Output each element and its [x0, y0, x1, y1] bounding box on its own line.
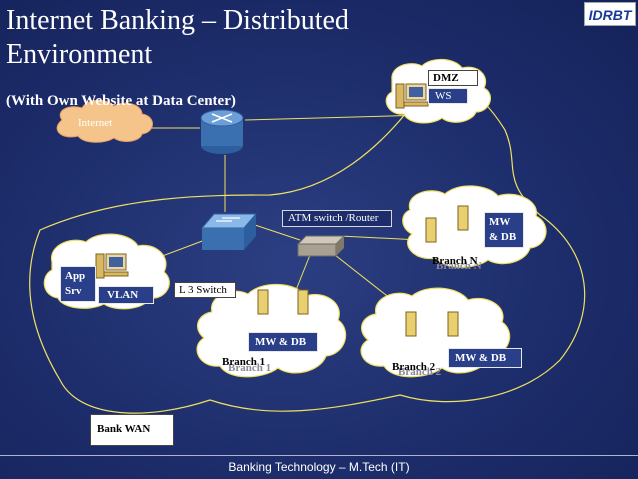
ws-label: WS: [428, 88, 468, 104]
vlan-label: VLAN: [98, 286, 154, 304]
footer-text: Banking Technology – M.Tech (IT): [228, 460, 410, 474]
page-title: Internet Banking – Distributed Environme…: [6, 4, 426, 72]
link-atm-branchn: [339, 235, 421, 241]
branch-2-label-shadow: Branch 2: [398, 366, 442, 378]
idrbt-logo: IDRBT: [584, 2, 636, 26]
bank-wan-boundary: [29, 83, 586, 414]
dmz-workstation-icon: [395, 83, 429, 109]
switch-icon: [200, 213, 258, 250]
link-switch-atm: [254, 224, 301, 241]
branch-1-mwdb-label: MW & DB: [248, 332, 318, 352]
internet-cloud: [56, 99, 153, 143]
dmz-label: DMZ: [428, 70, 478, 86]
subtitle: (With Own Website at Data Center): [6, 93, 236, 109]
branch-n-label: Branch N: [432, 255, 478, 267]
atm-switch-icon: [296, 235, 346, 257]
link-router-dmz: [244, 114, 426, 121]
title-line-2: Environment: [6, 39, 153, 70]
branch-1-servers: [257, 289, 309, 315]
internet-label: Internet: [78, 117, 113, 129]
footer-divider: [0, 455, 638, 456]
app-srv-label: App Srv: [60, 266, 96, 302]
appsrv-workstation-icon: [95, 253, 129, 279]
router-icon: [200, 109, 244, 154]
bank-wan-label: Bank WAN: [90, 414, 174, 446]
atm-switch-label: ATM switch /Router: [282, 210, 392, 227]
branch-2-servers: [405, 311, 459, 337]
branch-n-servers: [425, 205, 469, 243]
l3-switch-label: L 3 Switch: [174, 282, 236, 298]
branch-n-mwdb-label: MW & DB: [484, 212, 524, 248]
branch-2-label: Branch 2: [392, 361, 436, 373]
branch-2-mwdb-label: MW & DB: [448, 348, 522, 368]
title-line-1: Internet Banking – Distributed: [6, 5, 349, 36]
branch-1-cloud: [196, 283, 347, 378]
branch-1-label-shadow: Branch 1: [228, 362, 272, 374]
branch-1-label: Branch 1: [222, 356, 266, 368]
branch-n-label-shadow: Branch N: [436, 260, 482, 272]
